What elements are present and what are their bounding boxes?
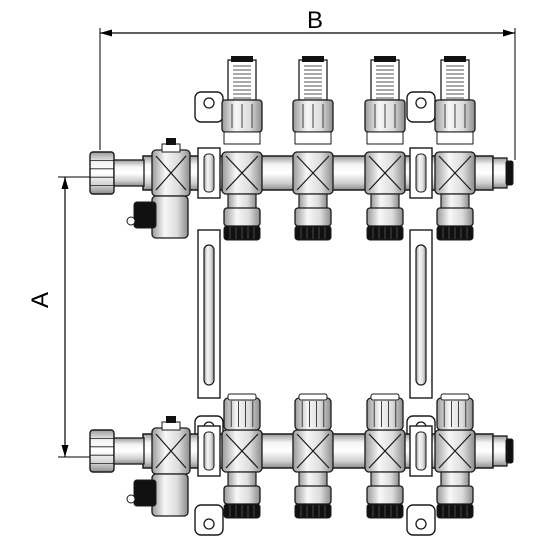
outlet-nut [366,207,404,227]
inlet-pipe [113,159,145,187]
dimension-b-label: B [307,7,323,34]
valve-cap [436,397,474,431]
bracket-plate [194,91,224,123]
bracket-clamp-slot [203,431,215,471]
flow-meter-collar [436,131,474,145]
outlet-2 [292,56,334,241]
valve-cap [294,397,332,431]
bracket-clamp [409,425,433,477]
outlet-1 [221,393,263,519]
end-cap-plug [505,438,514,464]
vent-valve-top [161,421,181,431]
dimension-b-arrow-left [100,29,112,37]
outlet-body-cross [368,433,402,469]
end-cap-body [492,435,508,467]
valve-cap-top [440,393,470,401]
inlet-nut [89,151,145,195]
valve-cap-top [370,393,400,401]
outlet-body-cross [225,433,259,469]
flow-meter-tube [440,59,470,101]
dimension-a-arrow-bottom [61,445,69,457]
dimension-b-arrow-right [503,29,515,37]
valve-cap [223,397,261,431]
right-bracket-slot [415,244,427,386]
outlet-2 [292,393,334,519]
end-cap [492,435,514,467]
drain-cap [133,479,157,507]
drain-ring [126,494,136,504]
valve-cap-top [227,393,257,401]
outlet-nut [366,485,404,505]
end-cap-plug [505,160,514,186]
outlet-1 [221,56,263,241]
left-bracket-slot [203,244,215,386]
inlet-pipe [113,437,145,465]
drain-fitting [151,195,189,239]
dimension-b: B [99,7,516,160]
dimension-a-label: A [27,292,54,308]
outlet-nut [436,485,474,505]
outlet-body-cross [368,155,402,191]
inlet-nut-body [89,429,115,473]
vent-valve [126,138,191,239]
outlet-nut [223,485,261,505]
bracket-hole [415,97,427,109]
outlet-nut [294,207,332,227]
vent-valve-top [161,143,181,153]
flow-meter-cap [374,56,396,62]
outlet-body-cross [296,433,330,469]
bracket-clamp [197,147,221,199]
bracket-clamp-slot [415,153,427,193]
bracket-clamp-slot [415,431,427,471]
valve-cap-top [298,393,328,401]
valve-cap [366,397,404,431]
supply-manifold-bar [89,56,514,241]
drain-fitting [151,473,189,517]
outlet-nut [294,485,332,505]
flow-meter-tube [227,59,257,101]
dimension-a: A [27,176,92,458]
flow-meter-collar [366,131,404,145]
bracket-clamp [409,147,433,199]
outlet-body-cross [438,433,472,469]
flow-meter-cap [444,56,466,62]
outlet-body-cross [296,155,330,191]
outlet-nut [223,207,261,227]
outlet-body-cross [225,155,259,191]
vent-valve-cross [155,155,187,191]
dimension-a-arrow-top [61,177,69,189]
bracket-plate [406,91,436,123]
vent-valve-cross [155,433,187,469]
flow-meter-cap [231,56,253,62]
vent-valve-knob [166,138,176,145]
outlet-3 [364,393,406,519]
outlet-body-cross [438,155,472,191]
end-cap [492,157,514,189]
flow-meter-cap [302,56,324,62]
end-cap-body [492,157,508,189]
vent-valve-knob [166,416,176,423]
flow-meter-collar [294,131,332,145]
inlet-nut-body [89,151,115,195]
inlet-nut [89,429,145,473]
bracket-hole-bottom [203,518,215,530]
bracket-hole-bottom [415,518,427,530]
mounting-brackets [197,229,433,399]
outlet-nut [436,207,474,227]
return-manifold-bar [89,393,514,536]
outlet-4 [434,56,476,241]
vent-valve [126,416,191,517]
bracket-hole [203,97,215,109]
outlet-4 [434,393,476,519]
flow-meter-collar [223,131,261,145]
bracket-clamp [197,425,221,477]
bracket-clamp-slot [203,153,215,193]
drain-ring [126,216,136,226]
outlet-3 [364,56,406,241]
drain-cap [133,201,157,229]
